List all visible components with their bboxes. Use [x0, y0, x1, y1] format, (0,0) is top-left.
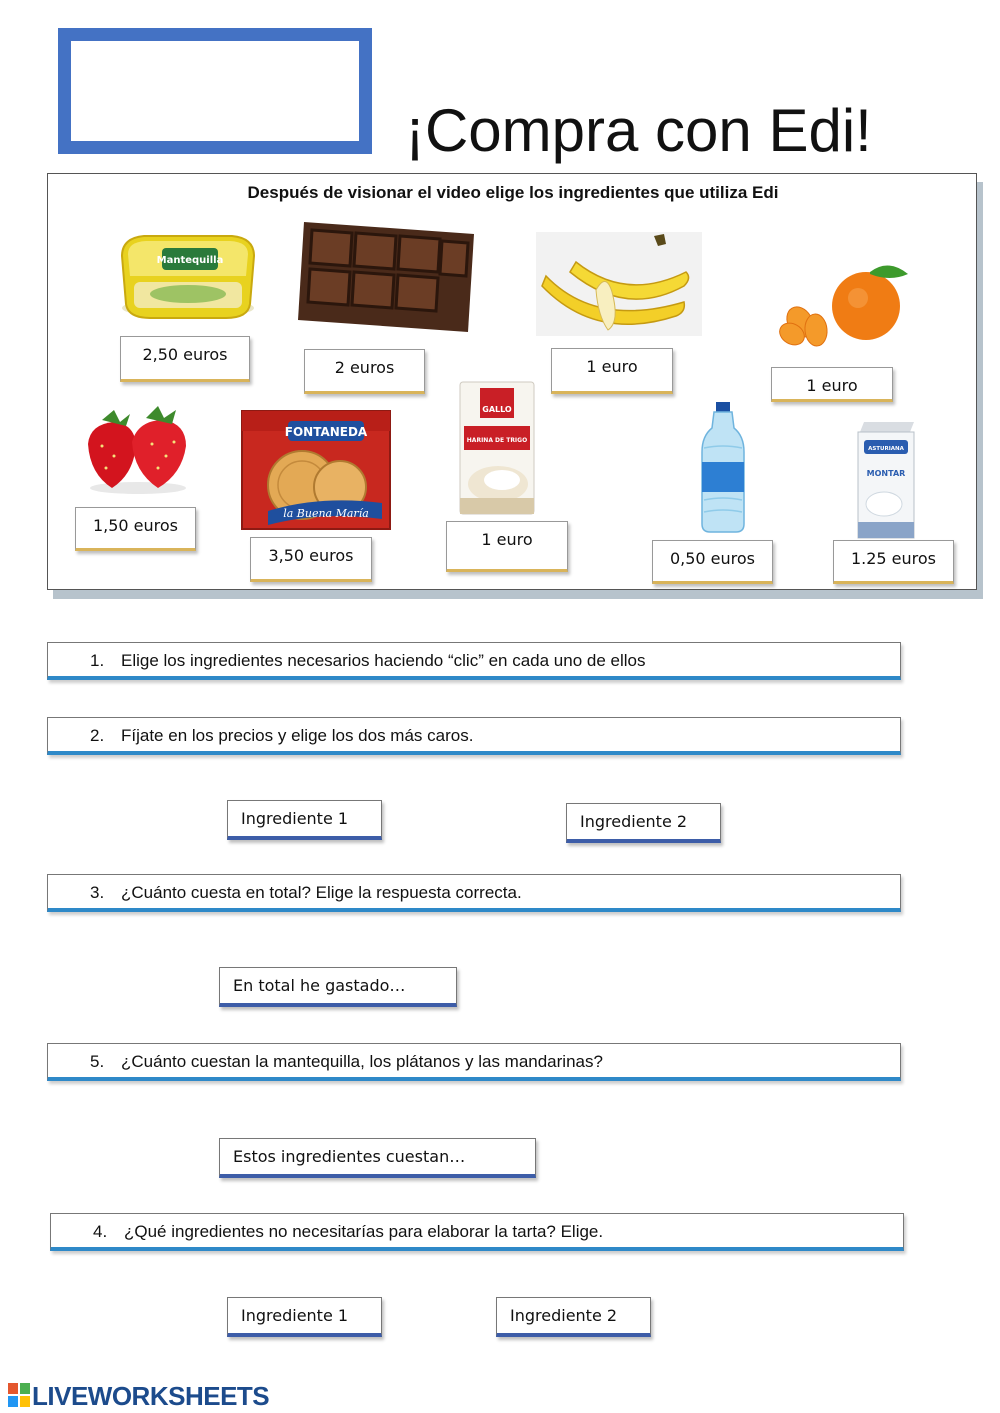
question-1: 1. Elige los ingredientes necesarios hac… — [47, 642, 901, 680]
question-text: ¿Cuánto cuesta en total? Elige la respue… — [121, 883, 522, 902]
question-text: Fíjate en los precios y elige los dos má… — [121, 726, 474, 745]
price-tag-butter[interactable]: 2,50 euros — [120, 336, 250, 382]
question-text: ¿Qué ingredientes no necesitarías para e… — [124, 1222, 604, 1241]
price-tag-water[interactable]: 0,50 euros — [652, 540, 773, 584]
answer-q4-ingredient-2[interactable]: Ingrediente 2 — [496, 1297, 651, 1337]
liveworksheets-mark-icon — [8, 1383, 30, 1407]
mandarin-image[interactable] — [778, 260, 914, 352]
ingredients-panel: Después de visionar el video elige los i… — [47, 173, 977, 590]
butter-label: Mantequilla — [157, 255, 224, 266]
water-image[interactable] — [698, 400, 748, 534]
answer-q2-ingredient-1[interactable]: Ingrediente 1 — [227, 800, 382, 840]
biscuits-name: la Buena María — [283, 507, 369, 520]
question-4: 4. ¿Qué ingredientes no necesitarías par… — [50, 1213, 904, 1251]
question-number: 3. — [90, 883, 105, 902]
question-number: 1. — [90, 651, 105, 670]
biscuits-brand: FONTANEDA — [285, 425, 368, 439]
price-tag-banana[interactable]: 1 euro — [551, 348, 673, 394]
milk-image[interactable]: ASTURIANA MONTAR — [854, 418, 918, 540]
page-title: ¡Compra con Edi! — [405, 97, 872, 164]
strawberry-image[interactable] — [82, 404, 194, 496]
milk-name: MONTAR — [867, 469, 906, 478]
price-tag-mandarin[interactable]: 1 euro — [771, 367, 893, 402]
answer-q5-cost[interactable]: Estos ingredientes cuestan… — [219, 1138, 536, 1178]
answer-q4-ingredient-1[interactable]: Ingrediente 1 — [227, 1297, 382, 1337]
flour-brand: GALLO — [482, 405, 512, 414]
question-number: 4. — [93, 1222, 108, 1241]
name-input-box[interactable] — [58, 28, 372, 154]
question-number: 2. — [90, 726, 105, 745]
question-number: 5. — [90, 1052, 105, 1071]
chocolate-image[interactable] — [298, 216, 476, 334]
price-tag-biscuits[interactable]: 3,50 euros — [250, 537, 372, 582]
banana-image[interactable] — [536, 232, 702, 336]
price-tag-strawberry[interactable]: 1,50 euros — [75, 507, 196, 551]
question-text: Elige los ingredientes necesarios hacien… — [121, 651, 646, 670]
milk-brand: ASTURIANA — [868, 446, 905, 452]
price-tag-milk[interactable]: 1.25 euros — [833, 540, 954, 584]
biscuits-image[interactable]: FONTANEDA la Buena María — [240, 407, 392, 531]
butter-image[interactable]: Mantequilla — [114, 226, 262, 326]
answer-q3-total[interactable]: En total he gastado… — [219, 967, 457, 1007]
flour-image[interactable]: GALLO HARINA DE TRIGO — [458, 380, 536, 516]
question-3: 3. ¿Cuánto cuesta en total? Elige la res… — [47, 874, 901, 912]
question-2: 2. Fíjate en los precios y elige los dos… — [47, 717, 901, 755]
price-tag-chocolate[interactable]: 2 euros — [304, 349, 425, 394]
price-tag-flour[interactable]: 1 euro — [446, 521, 568, 572]
flour-name: HARINA DE TRIGO — [467, 437, 527, 444]
liveworksheets-brand: LIVEWORKSHEETS — [32, 1381, 270, 1411]
answer-q2-ingredient-2[interactable]: Ingrediente 2 — [566, 803, 721, 843]
question-text: ¿Cuánto cuestan la mantequilla, los plát… — [121, 1052, 603, 1071]
panel-instruction: Después de visionar el video elige los i… — [247, 183, 779, 202]
question-5: 5. ¿Cuánto cuestan la mantequilla, los p… — [47, 1043, 901, 1081]
